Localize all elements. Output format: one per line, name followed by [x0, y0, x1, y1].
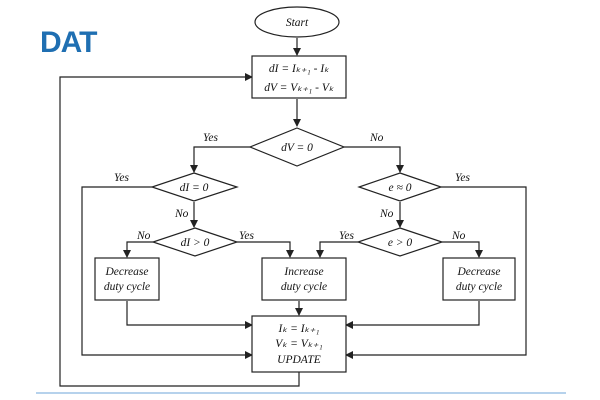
e-zero-label: e ≈ 0: [389, 182, 412, 194]
node-decrease-right: Decrease duty cycle: [442, 257, 516, 301]
increase-line-2: duty cycle: [281, 281, 327, 293]
edge-decrease-left-to-update: [126, 301, 253, 329]
e-pos-diamond: [356, 227, 444, 257]
di-zero-label: dI = 0: [180, 182, 209, 194]
start-terminal: [254, 6, 340, 38]
edge-e-yes: [345, 186, 527, 359]
start-label: Start: [286, 17, 309, 29]
dv-zero-diamond: [248, 127, 346, 167]
node-increase: Increase duty cycle: [261, 257, 347, 301]
node-di-zero: dI = 0: [150, 172, 239, 202]
decrease-left-line-1: Decrease: [105, 266, 149, 278]
label-di-no: No: [174, 208, 189, 220]
logo-text: DAT: [40, 26, 97, 59]
node-decrease-left: Decrease duty cycle: [94, 257, 160, 301]
update-line-3: UPDATE: [277, 354, 321, 366]
decrease-left-box: [94, 257, 160, 301]
e-pos-label: e > 0: [388, 237, 413, 249]
label-e-yes: Yes: [455, 172, 470, 184]
label-dv-yes: Yes: [203, 132, 218, 144]
edge-dipos-no: [123, 241, 153, 258]
node-e-zero: e ≈ 0: [357, 172, 443, 202]
increase-line-1: Increase: [283, 266, 323, 278]
edge-epos-yes: [316, 241, 358, 258]
compute-box: [251, 55, 347, 99]
label-dv-no: No: [369, 132, 384, 144]
compute-line-1: dI = Iₖ₊₁ - Iₖ: [269, 63, 329, 75]
di-pos-label: dI > 0: [181, 237, 210, 249]
label-di-yes: Yes: [114, 172, 129, 184]
node-e-pos: e > 0: [356, 227, 444, 257]
di-pos-diamond: [151, 227, 239, 257]
decrease-right-box: [442, 257, 516, 301]
label-epos-no: No: [451, 230, 466, 242]
di-zero-diamond: [150, 172, 239, 202]
node-dv-zero: dV = 0: [248, 127, 346, 167]
edge-dv-yes: [190, 146, 250, 173]
compute-line-2: dV = Vₖ₊₁ - Vₖ: [264, 82, 334, 94]
label-e-no: No: [379, 208, 394, 220]
dat-logo: DAT: [40, 26, 98, 59]
increase-box: [261, 257, 347, 301]
edge-epos-no: [442, 241, 483, 258]
edge-di-yes: [81, 186, 253, 359]
label-epos-yes: Yes: [339, 230, 354, 242]
node-start: Start: [254, 6, 340, 38]
decrease-left-line-2: duty cycle: [104, 281, 150, 293]
update-line-2: Vₖ = Vₖ₊₁: [275, 338, 322, 350]
flow-edges: [59, 38, 527, 387]
edge-dipos-yes: [237, 241, 294, 258]
label-dipos-yes: Yes: [239, 230, 254, 242]
edge-update-loop-back: [59, 73, 300, 387]
edge-decrease-right-to-update: [345, 301, 480, 329]
label-dipos-no: No: [136, 230, 151, 242]
update-box: [251, 315, 347, 373]
decrease-right-line-1: Decrease: [457, 266, 501, 278]
node-update: Iₖ = Iₖ₊₁ Vₖ = Vₖ₊₁ UPDATE: [251, 315, 347, 373]
node-di-pos: dI > 0: [151, 227, 239, 257]
node-compute: dI = Iₖ₊₁ - Iₖ dV = Vₖ₊₁ - Vₖ: [251, 55, 347, 99]
branch-labels: Yes No Yes No Yes No No Yes Yes No: [114, 132, 470, 242]
e-zero-diamond: [357, 172, 443, 202]
update-line-1: Iₖ = Iₖ₊₁: [277, 323, 319, 335]
decrease-right-line-2: duty cycle: [456, 281, 502, 293]
edge-dv-no: [344, 146, 404, 173]
dv-zero-label: dV = 0: [281, 142, 313, 154]
